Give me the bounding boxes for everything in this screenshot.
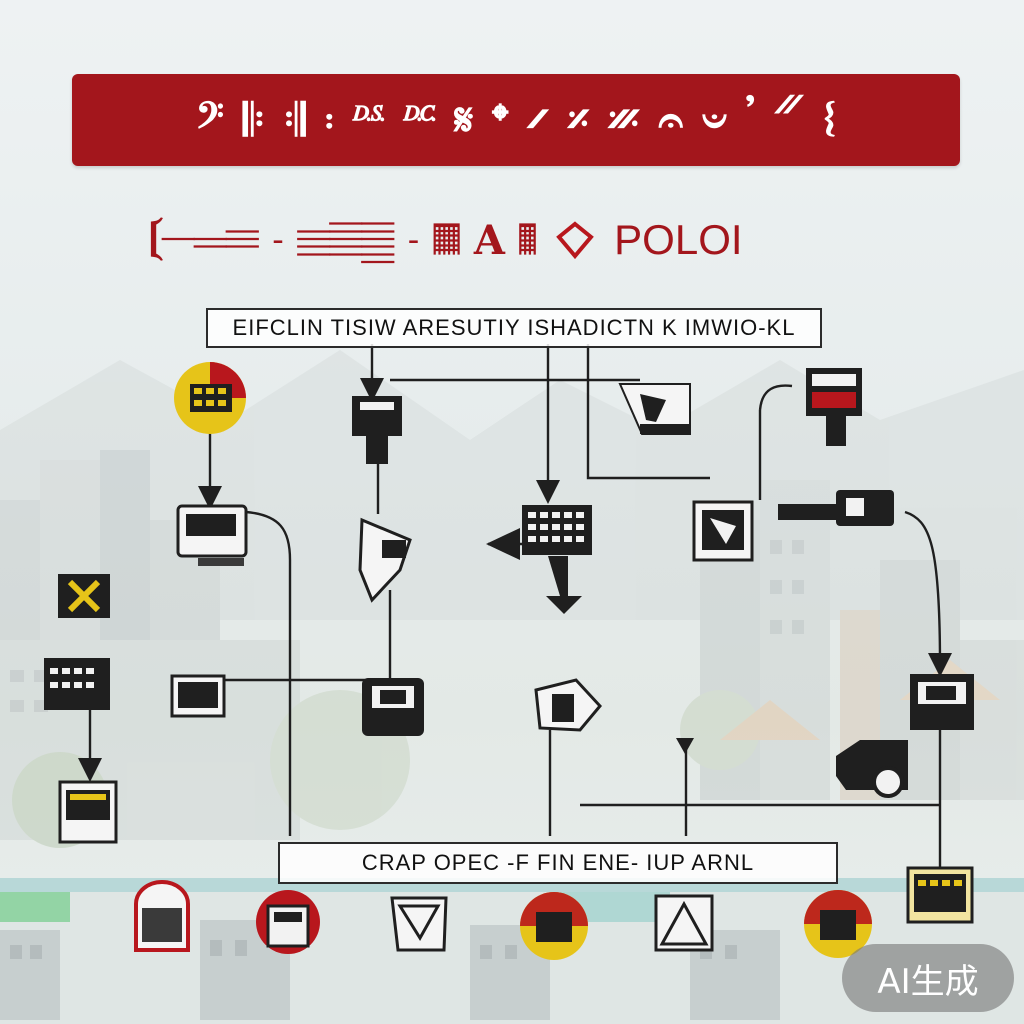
- subtitle-part-3: 𝄜 A 𝄝: [433, 216, 537, 264]
- cup-icon: [534, 678, 602, 732]
- subtitle-row: 𝄕𝄖𝄗𝄘 - 𝄙𝄚𝄛 - 𝄜 A 𝄝 POLOI: [150, 212, 890, 268]
- top-label: EIFCLIN TISIW ARESUTIY ISHADICTN K IMWIO…: [232, 315, 796, 340]
- document-seal-icon: [58, 780, 118, 844]
- calendar-monitor-icon: [522, 505, 592, 555]
- printer-terminal-icon: [806, 368, 862, 446]
- terminal-box-icon: [906, 866, 974, 924]
- device-box-icon: [176, 504, 248, 566]
- projector-icon: [778, 490, 894, 526]
- subtitle-part-1: 𝄕𝄖𝄗𝄘: [150, 216, 259, 264]
- diagram-title: 𝄢 𝄆 𝄇 𝄈 𝄉 𝄊 𝄋 𝄌 𝄍 𝄎 𝄏 𝄐 𝄑 𝄒 𝄓 𝄔: [195, 94, 837, 146]
- subtitle-part-2: 𝄙𝄚𝄛: [297, 216, 394, 264]
- subtitle-separator-1: -: [272, 220, 284, 260]
- monitor-icon: [44, 658, 110, 710]
- screen-monitor-icon: [692, 500, 754, 562]
- small-down-arrow-icon: [676, 738, 694, 754]
- ai-badge-label: AI生成: [877, 961, 979, 1002]
- projector-box-icon: [836, 740, 908, 798]
- round-seal-icon: [174, 362, 246, 434]
- small-monitor-icon: [170, 674, 226, 718]
- ai-generated-badge: AI生成: [842, 944, 1014, 1012]
- round-seal-bottom-icon: [520, 892, 588, 960]
- round-shield-icon: [256, 890, 320, 954]
- folder-card-icon: [618, 383, 691, 435]
- title-banner: 𝄢 𝄆 𝄇 𝄈 𝄉 𝄊 𝄋 𝄌 𝄍 𝄎 𝄏 𝄐 𝄑 𝄒 𝄓 𝄔: [72, 74, 960, 166]
- gear-seal-icon: [58, 574, 110, 618]
- bottom-label-box: CRAP OPEC -F FIN ENE- IUP ARNL: [278, 842, 838, 884]
- printer-icon: [910, 674, 974, 730]
- document-box-icon: [390, 896, 448, 952]
- pyramid-box-icon: [654, 894, 714, 952]
- connector-lines: [78, 344, 952, 868]
- pentagon-mark-icon: [556, 221, 595, 259]
- pos-device-icon: [362, 678, 424, 736]
- subtitle-latin: POLOI: [614, 216, 743, 263]
- top-label-box: EIFCLIN TISIW ARESUTIY ISHADICTN K IMWIO…: [206, 308, 822, 348]
- round-seal-right-icon: [804, 890, 872, 958]
- scanner-icon: [358, 517, 412, 603]
- cash-register-icon: [352, 396, 402, 464]
- down-arrow-icon: [546, 556, 582, 614]
- left-arrow-icon: [486, 528, 520, 560]
- subtitle-separator-2: -: [407, 220, 420, 260]
- shield-seal-icon: [134, 880, 190, 952]
- bottom-label: CRAP OPEC -F FIN ENE- IUP ARNL: [361, 850, 755, 875]
